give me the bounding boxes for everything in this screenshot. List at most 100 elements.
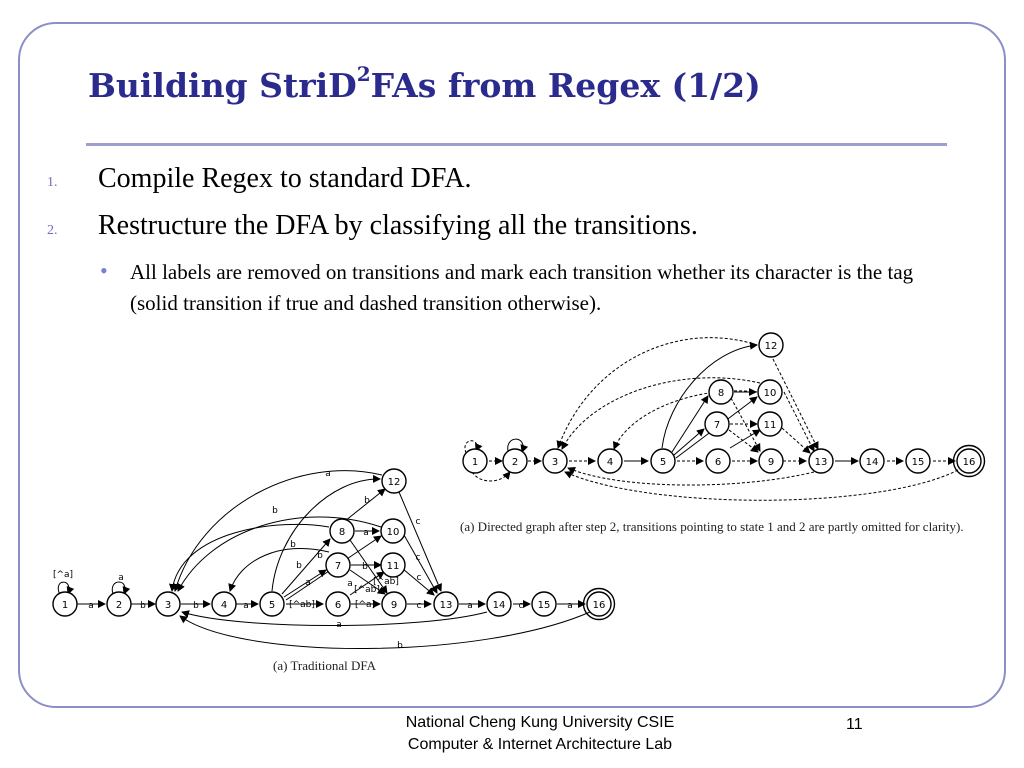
restructured-dfa-graph: [464, 337, 959, 501]
svg-text:13: 13: [815, 457, 828, 468]
svg-text:6: 6: [715, 457, 721, 468]
svg-text:b: b: [362, 562, 368, 572]
svg-text:12: 12: [388, 477, 401, 488]
r-state-11: [757, 411, 783, 437]
svg-text:a: a: [305, 578, 311, 588]
r-state-6: [705, 448, 731, 474]
svg-text:a: a: [336, 620, 342, 630]
svg-text:7: 7: [335, 561, 341, 572]
svg-text:8: 8: [339, 527, 345, 538]
r-state-16: [956, 448, 982, 474]
svg-text:4: 4: [607, 457, 613, 468]
svg-text:16: 16: [963, 457, 976, 468]
r-state-8: [708, 379, 734, 405]
restructured-dfa-labels: 1 2 3 4 5 6 7 8 9 10 11 12 13 14 15 16: [472, 341, 976, 468]
svg-text:a: a: [567, 601, 573, 611]
svg-text:6: 6: [335, 600, 341, 611]
list-item-1: Compile Regex to standard DFA.: [98, 163, 472, 194]
svg-text:[^a]: [^a]: [355, 600, 375, 610]
svg-text:c: c: [519, 601, 524, 611]
svg-text:a: a: [325, 469, 331, 479]
svg-text:b: b: [296, 561, 302, 571]
traditional-dfa-edges: [57, 470, 591, 649]
svg-text:13: 13: [440, 600, 453, 611]
svg-text:5: 5: [269, 600, 275, 611]
page-number: 11: [846, 716, 863, 733]
right-diagram-caption: (a) Directed graph after step 2, transit…: [460, 519, 964, 534]
slide-frame: [18, 22, 1006, 708]
svg-text:c: c: [416, 517, 421, 527]
svg-text:10: 10: [764, 388, 777, 399]
r-state-15: [905, 448, 931, 474]
svg-text:a: a: [88, 601, 94, 611]
svg-text:15: 15: [538, 600, 551, 611]
svg-text:9: 9: [391, 600, 397, 611]
svg-text:[^ab]: [^ab]: [373, 577, 399, 587]
svg-text:b: b: [364, 496, 370, 506]
svg-text:[^a]: [^a]: [53, 570, 73, 580]
svg-text:1: 1: [472, 457, 478, 468]
footer-line-2: Computer & Internet Architecture Lab: [407, 736, 673, 753]
svg-text:2: 2: [512, 457, 518, 468]
svg-text:15: 15: [912, 457, 925, 468]
slide-title: Building StriD2FAs from Regex (1/2): [88, 62, 761, 105]
svg-text:7: 7: [714, 420, 720, 431]
svg-text:b: b: [272, 506, 278, 516]
svg-text:b: b: [317, 551, 323, 561]
svg-text:a: a: [243, 601, 249, 611]
svg-text:16: 16: [593, 600, 606, 611]
list-number-1: 1.: [47, 175, 58, 190]
r-state-5: [650, 448, 676, 474]
r-state-9: [758, 448, 784, 474]
svg-text:a: a: [363, 528, 369, 538]
svg-text:1: 1: [62, 600, 68, 611]
bullet-icon: •: [100, 258, 108, 283]
footer-affiliation: National Cheng Kung University CSIE Comp…: [330, 712, 750, 756]
restructured-dfa-states: [462, 332, 986, 478]
svg-text:2: 2: [116, 600, 122, 611]
svg-text:10: 10: [387, 527, 400, 538]
left-diagram-caption: (a) Traditional DFA: [273, 658, 377, 673]
svg-text:c: c: [417, 573, 422, 583]
svg-text:b: b: [397, 641, 403, 651]
svg-text:8: 8: [718, 388, 724, 399]
svg-text:a: a: [347, 579, 353, 589]
svg-text:11: 11: [387, 561, 400, 572]
traditional-dfa-edge-labels: a b b a [^ab] [^a] c a c a b a b a b c c…: [53, 469, 573, 651]
r-state-16-accept-ring: [952, 444, 986, 478]
r-state-7: [704, 411, 730, 437]
svg-text:12: 12: [765, 341, 778, 352]
svg-text:b: b: [193, 601, 199, 611]
list-item-2: Restructure the DFA by classifying all t…: [98, 210, 698, 241]
traditional-dfa-states: [52, 468, 616, 621]
svg-text:11: 11: [764, 420, 777, 431]
svg-text:b: b: [290, 540, 296, 550]
svg-text:3: 3: [552, 457, 558, 468]
r-state-10: [757, 379, 783, 405]
svg-text:14: 14: [866, 457, 879, 468]
svg-text:9: 9: [768, 457, 774, 468]
svg-text:[^ab]: [^ab]: [289, 600, 315, 610]
r-state-1: [462, 448, 488, 474]
footer-line-1: National Cheng Kung University CSIE: [405, 714, 675, 731]
r-state-13: [808, 448, 834, 474]
sub-bullet-text: All labels are removed on transitions an…: [130, 260, 914, 315]
svg-text:14: 14: [493, 600, 506, 611]
r-state-12: [758, 332, 784, 358]
r-state-3: [542, 448, 568, 474]
traditional-dfa-state-labels: 1 2 3 4 5 6 7 8 9 10 11 12 13 14 15 16: [62, 477, 606, 611]
list-number-2: 2.: [47, 223, 58, 238]
r-state-2: [502, 448, 528, 474]
svg-text:c: c: [417, 601, 422, 611]
svg-text:4: 4: [221, 600, 227, 611]
svg-text:a: a: [118, 573, 124, 583]
svg-text:3: 3: [165, 600, 171, 611]
r-state-4: [597, 448, 623, 474]
r-state-14: [859, 448, 885, 474]
svg-text:b: b: [140, 601, 146, 611]
svg-text:a: a: [467, 601, 473, 611]
title-divider: [86, 143, 947, 146]
svg-text:c: c: [416, 553, 421, 563]
svg-text:[^ab]: [^ab]: [354, 585, 380, 595]
